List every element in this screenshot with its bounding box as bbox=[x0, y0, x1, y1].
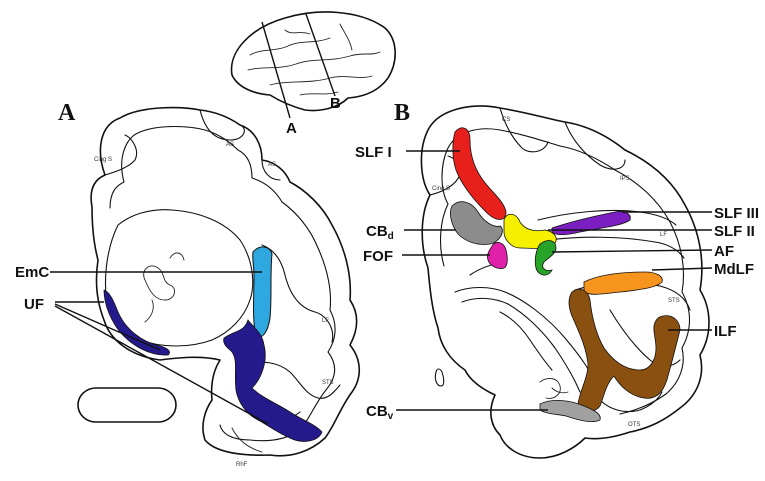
panel-b-lateral-fissure bbox=[548, 237, 684, 258]
panel-a-striatum-detail-2 bbox=[145, 253, 184, 322]
inset-sulcus-4 bbox=[285, 24, 352, 50]
sts-label-b: STS bbox=[668, 298, 680, 304]
cbv-label-sub: v bbox=[388, 411, 394, 422]
fof-label: FOF bbox=[363, 248, 393, 265]
lf-label-b: LF bbox=[660, 232, 667, 238]
as-sulcus-label-1: AS bbox=[226, 142, 234, 148]
inset-slice-line-b bbox=[306, 14, 335, 96]
rhf-label-a: RhF bbox=[236, 462, 248, 468]
cbd-label-main: CB bbox=[366, 223, 388, 240]
panel-a-uf-tract-temporal bbox=[224, 320, 322, 441]
slf1-label: SLF I bbox=[355, 144, 392, 161]
cbv-label: CBv bbox=[366, 403, 394, 422]
ilf-label: ILF bbox=[714, 323, 737, 340]
inset-slice-line-a bbox=[262, 22, 290, 118]
mdlf-label: MdLF bbox=[714, 261, 754, 278]
inset-slice-label-a: A bbox=[286, 120, 297, 137]
panel-a-inner-gray-white bbox=[110, 127, 335, 441]
slf3-label: SLF III bbox=[714, 205, 759, 222]
cbd-label: CBd bbox=[366, 223, 394, 242]
emc-label: EmC bbox=[15, 264, 49, 281]
panel-a-label: A bbox=[58, 100, 76, 126]
panel-a-internal-capsule bbox=[106, 210, 253, 346]
panel-b-temporal-inner-1 bbox=[500, 312, 552, 370]
cing-sulcus-label-b: Cing S bbox=[432, 186, 450, 192]
panel-b-ips bbox=[565, 122, 625, 169]
inset-brain-outline bbox=[232, 12, 396, 110]
panel-b-small-structure bbox=[435, 369, 443, 386]
slf2-label: SLF II bbox=[714, 223, 755, 240]
cbv-label-main: CB bbox=[366, 403, 388, 420]
inset-sulcus-2 bbox=[248, 52, 380, 70]
as-sulcus-label-2: AS bbox=[268, 162, 276, 168]
panel-a-arcuate-sulcus bbox=[200, 110, 244, 140]
cs-label-b: CS bbox=[502, 117, 510, 123]
inset-sulcus-3 bbox=[270, 76, 372, 85]
panel-a-striatum-detail bbox=[144, 266, 175, 300]
inset-slice-label-b: B bbox=[330, 95, 341, 112]
panel-b-label: B bbox=[394, 100, 410, 126]
panel-a-cingulate-sulcus bbox=[105, 135, 137, 175]
ips-label-b: IPS bbox=[620, 176, 630, 182]
panel-a-emc-tract bbox=[253, 247, 272, 337]
panel-a-brain-outline bbox=[91, 108, 359, 456]
sts-label-a: STS bbox=[322, 380, 334, 386]
panel-b-ilf-tract bbox=[569, 289, 680, 411]
uf-leader-2 bbox=[55, 304, 160, 350]
panel-b-fof-tract bbox=[487, 243, 507, 269]
lf-label-a: LF bbox=[322, 318, 329, 324]
uf-label: UF bbox=[24, 296, 44, 313]
ots-label-b: OTS bbox=[628, 422, 640, 428]
panel-a: A EmC UF AS AS Cing S LF STS RhF bbox=[15, 100, 359, 468]
panel-b-mdlf-tract bbox=[584, 272, 662, 294]
panel-b: B bbox=[355, 100, 759, 458]
panel-b-ventricle-inner bbox=[462, 298, 580, 392]
panel-b-hippocampus-detail bbox=[540, 379, 568, 399]
cing-sulcus-label-a: Cing S bbox=[94, 157, 112, 163]
brain-lateral-inset: A B bbox=[232, 12, 396, 137]
panel-a-lateral-fissure bbox=[262, 245, 333, 342]
panel-a-detached-structure bbox=[78, 388, 176, 422]
af-leader bbox=[552, 250, 712, 252]
cbd-label-sub: d bbox=[388, 231, 394, 242]
panel-b-central-sulcus bbox=[500, 108, 548, 152]
af-label: AF bbox=[714, 243, 734, 260]
mdlf-leader bbox=[652, 268, 712, 270]
